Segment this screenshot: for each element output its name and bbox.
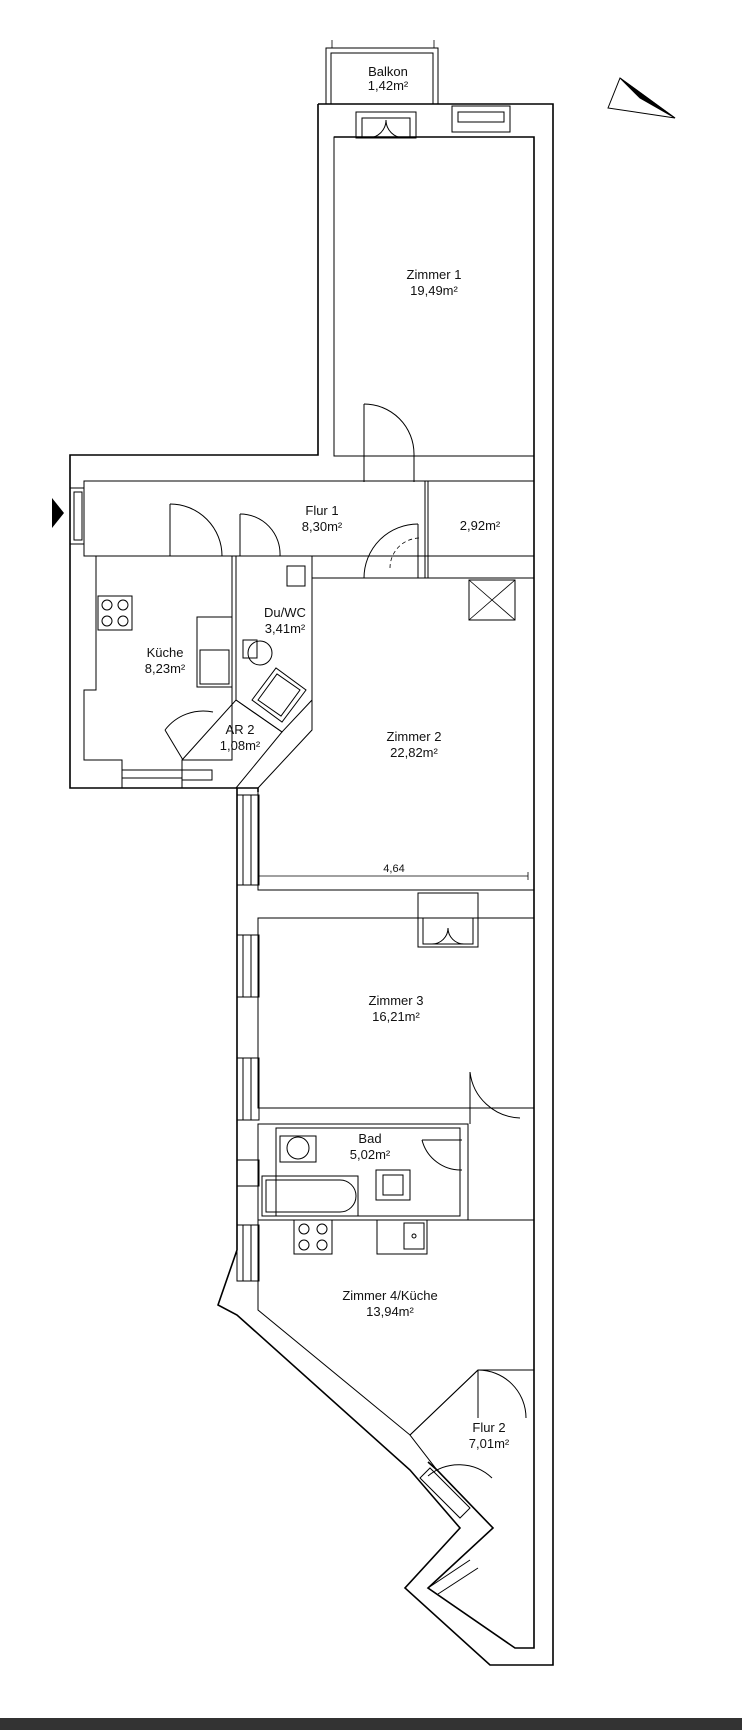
- room-name-bad: Bad: [358, 1131, 381, 1146]
- room-area-storage: 2,92m²: [460, 518, 501, 533]
- room-name-zimmer4: Zimmer 4/Küche: [342, 1288, 437, 1303]
- duwc: [235, 555, 313, 733]
- zimmer1: [333, 105, 535, 482]
- zimmer3: [236, 892, 535, 1124]
- flur2: [409, 1369, 535, 1649]
- room-name-zimmer3: Zimmer 3: [369, 993, 424, 1008]
- footer-bar: [0, 1718, 742, 1730]
- room-area-duwc: 3,41m²: [265, 621, 306, 636]
- room-area-ar2: 1,08m²: [220, 738, 261, 753]
- entrance-arrow-icon: [52, 498, 64, 528]
- room-area-bad: 5,02m²: [350, 1147, 391, 1162]
- room-name-zimmer2: Zimmer 2: [387, 729, 442, 744]
- room-area-kueche: 8,23m²: [145, 661, 186, 676]
- room-name-kueche: Küche: [147, 645, 184, 660]
- room-area-zimmer4: 13,94m²: [366, 1304, 414, 1319]
- dimension-label: 4,64: [383, 863, 404, 875]
- bad: [236, 1123, 469, 1221]
- north-arrow-icon: [607, 77, 676, 119]
- room-name-ar2: AR 2: [226, 722, 255, 737]
- kueche: [83, 555, 233, 789]
- balkon: [325, 40, 439, 105]
- room-area-zimmer1: 19,49m²: [410, 283, 458, 298]
- room-labels: Balkon 1,42m² Zimmer 1 19,49m² Flur 1 8,…: [145, 64, 510, 1451]
- room-area-zimmer3: 16,21m²: [372, 1009, 420, 1024]
- room-area-flur1: 8,30m²: [302, 519, 343, 534]
- room-area-zimmer2: 22,82m²: [390, 745, 438, 760]
- zimmer4: [236, 1219, 535, 1436]
- room-area-balkon: 1,42m²: [368, 78, 409, 93]
- zimmer2: [236, 577, 535, 891]
- room-name-flur1: Flur 1: [305, 503, 338, 518]
- room-name-balkon: Balkon: [368, 64, 408, 79]
- ar2: [181, 699, 283, 789]
- room-name-zimmer1: Zimmer 1: [407, 267, 462, 282]
- room-name-flur2: Flur 2: [472, 1420, 505, 1435]
- room-area-flur2: 7,01m²: [469, 1436, 510, 1451]
- room-name-duwc: Du/WC: [264, 605, 306, 620]
